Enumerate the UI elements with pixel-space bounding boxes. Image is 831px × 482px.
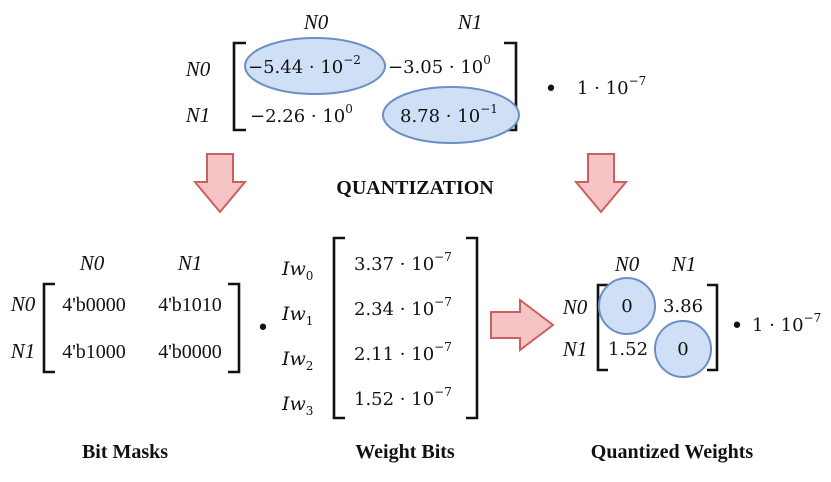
weight-bits-right-bracket bbox=[466, 236, 479, 420]
down-arrow-right-icon bbox=[573, 153, 629, 214]
quant-row-label-n0: N0 bbox=[562, 295, 588, 319]
quant-col-label-n0: N0 bbox=[614, 252, 640, 276]
bit-masks-matrix: N0 N1 N0 N1 4'b0000 4'b1010 4'b1000 4'b0… bbox=[10, 251, 241, 463]
top-col-label-n1: N1 bbox=[457, 10, 483, 34]
quant-cell-n1-n1: 0 bbox=[677, 339, 688, 360]
weight-bits-caption: Weight Bits bbox=[355, 441, 455, 463]
weight-bit-label-0: Iw0 bbox=[281, 258, 313, 283]
top-scale: 1 · 10−7 bbox=[577, 74, 646, 99]
weight-bits-vector: Iw0 Iw1 Iw2 Iw3 3.37 · 10−7 2.34 · 10−7 … bbox=[281, 236, 479, 463]
quant-cell-n1-n0: 1.52 bbox=[608, 339, 648, 360]
quant-mult-dot: • bbox=[731, 314, 744, 339]
quant-row-label-n1: N1 bbox=[562, 337, 588, 361]
down-arrow-left-icon bbox=[192, 153, 248, 214]
top-matrix: N0 N1 N0 N1 −5.44 · 10−2 −3.05 · 100 −2.… bbox=[185, 10, 646, 144]
mask-cell-n1-n0: 4'b1000 bbox=[62, 341, 126, 363]
top-row-label-n1: N1 bbox=[185, 103, 211, 127]
top-highlight-n1-n1 bbox=[382, 86, 520, 144]
weight-bit-value-0: 3.37 · 10−7 bbox=[354, 250, 452, 275]
weight-bit-value-3: 1.52 · 10−7 bbox=[354, 385, 452, 410]
quant-scale: 1 · 10−7 bbox=[752, 311, 821, 336]
mask-col-label-n0: N0 bbox=[79, 251, 105, 275]
weight-bit-label-2: Iw2 bbox=[281, 348, 313, 373]
quant-left-bracket bbox=[596, 283, 608, 372]
weight-bits-left-bracket bbox=[332, 236, 345, 420]
mask-cell-n1-n1: 4'b0000 bbox=[158, 341, 222, 363]
quantized-weights-matrix: N0 N1 N0 N1 0 3.86 1.52 0 • 1 · 10−7 Qua… bbox=[562, 252, 821, 463]
weight-bit-value-1: 2.34 · 10−7 bbox=[354, 295, 452, 320]
quant-col-label-n1: N1 bbox=[671, 252, 697, 276]
mask-row-label-n1: N1 bbox=[10, 339, 36, 363]
right-arrow-icon bbox=[490, 297, 555, 353]
top-mult-dot: • bbox=[545, 77, 558, 102]
quant-cell-n0-n1: 3.86 bbox=[663, 296, 703, 317]
quantization-label: QUANTIZATION bbox=[336, 177, 494, 199]
top-cell-n1-n0: −2.26 · 100 bbox=[250, 102, 353, 127]
weight-bit-label-1: Iw1 bbox=[281, 303, 313, 328]
weight-bit-value-2: 2.11 · 10−7 bbox=[354, 340, 452, 365]
mask-mult-dot: • bbox=[257, 316, 270, 341]
top-row-label-n0: N0 bbox=[185, 57, 211, 81]
mask-left-bracket bbox=[42, 282, 55, 374]
quant-cell-n0-n0: 0 bbox=[621, 296, 632, 317]
top-matrix-left-bracket bbox=[232, 41, 246, 132]
quant-right-bracket bbox=[707, 283, 719, 372]
weight-bit-label-3: Iw3 bbox=[281, 393, 313, 418]
mask-cell-n0-n1: 4'b1010 bbox=[158, 294, 222, 316]
top-cell-n0-n0: −5.44 · 10−2 bbox=[248, 53, 361, 78]
mask-cell-n0-n0: 4'b0000 bbox=[62, 294, 126, 316]
quant-highlight-n0-n0 bbox=[598, 277, 656, 335]
bit-masks-caption: Bit Masks bbox=[82, 441, 168, 463]
top-cell-n1-n1: 8.78 · 10−1 bbox=[400, 102, 498, 127]
top-col-label-n0: N0 bbox=[303, 10, 329, 34]
top-highlight-n0-n0 bbox=[244, 37, 386, 95]
quant-highlight-n1-n1 bbox=[654, 320, 712, 378]
mask-row-label-n0: N0 bbox=[10, 292, 36, 316]
top-cell-n0-n1: −3.05 · 100 bbox=[388, 53, 491, 78]
mask-col-label-n1: N1 bbox=[177, 251, 203, 275]
quantized-weights-caption: Quantized Weights bbox=[591, 441, 754, 463]
mask-right-bracket bbox=[228, 282, 241, 374]
